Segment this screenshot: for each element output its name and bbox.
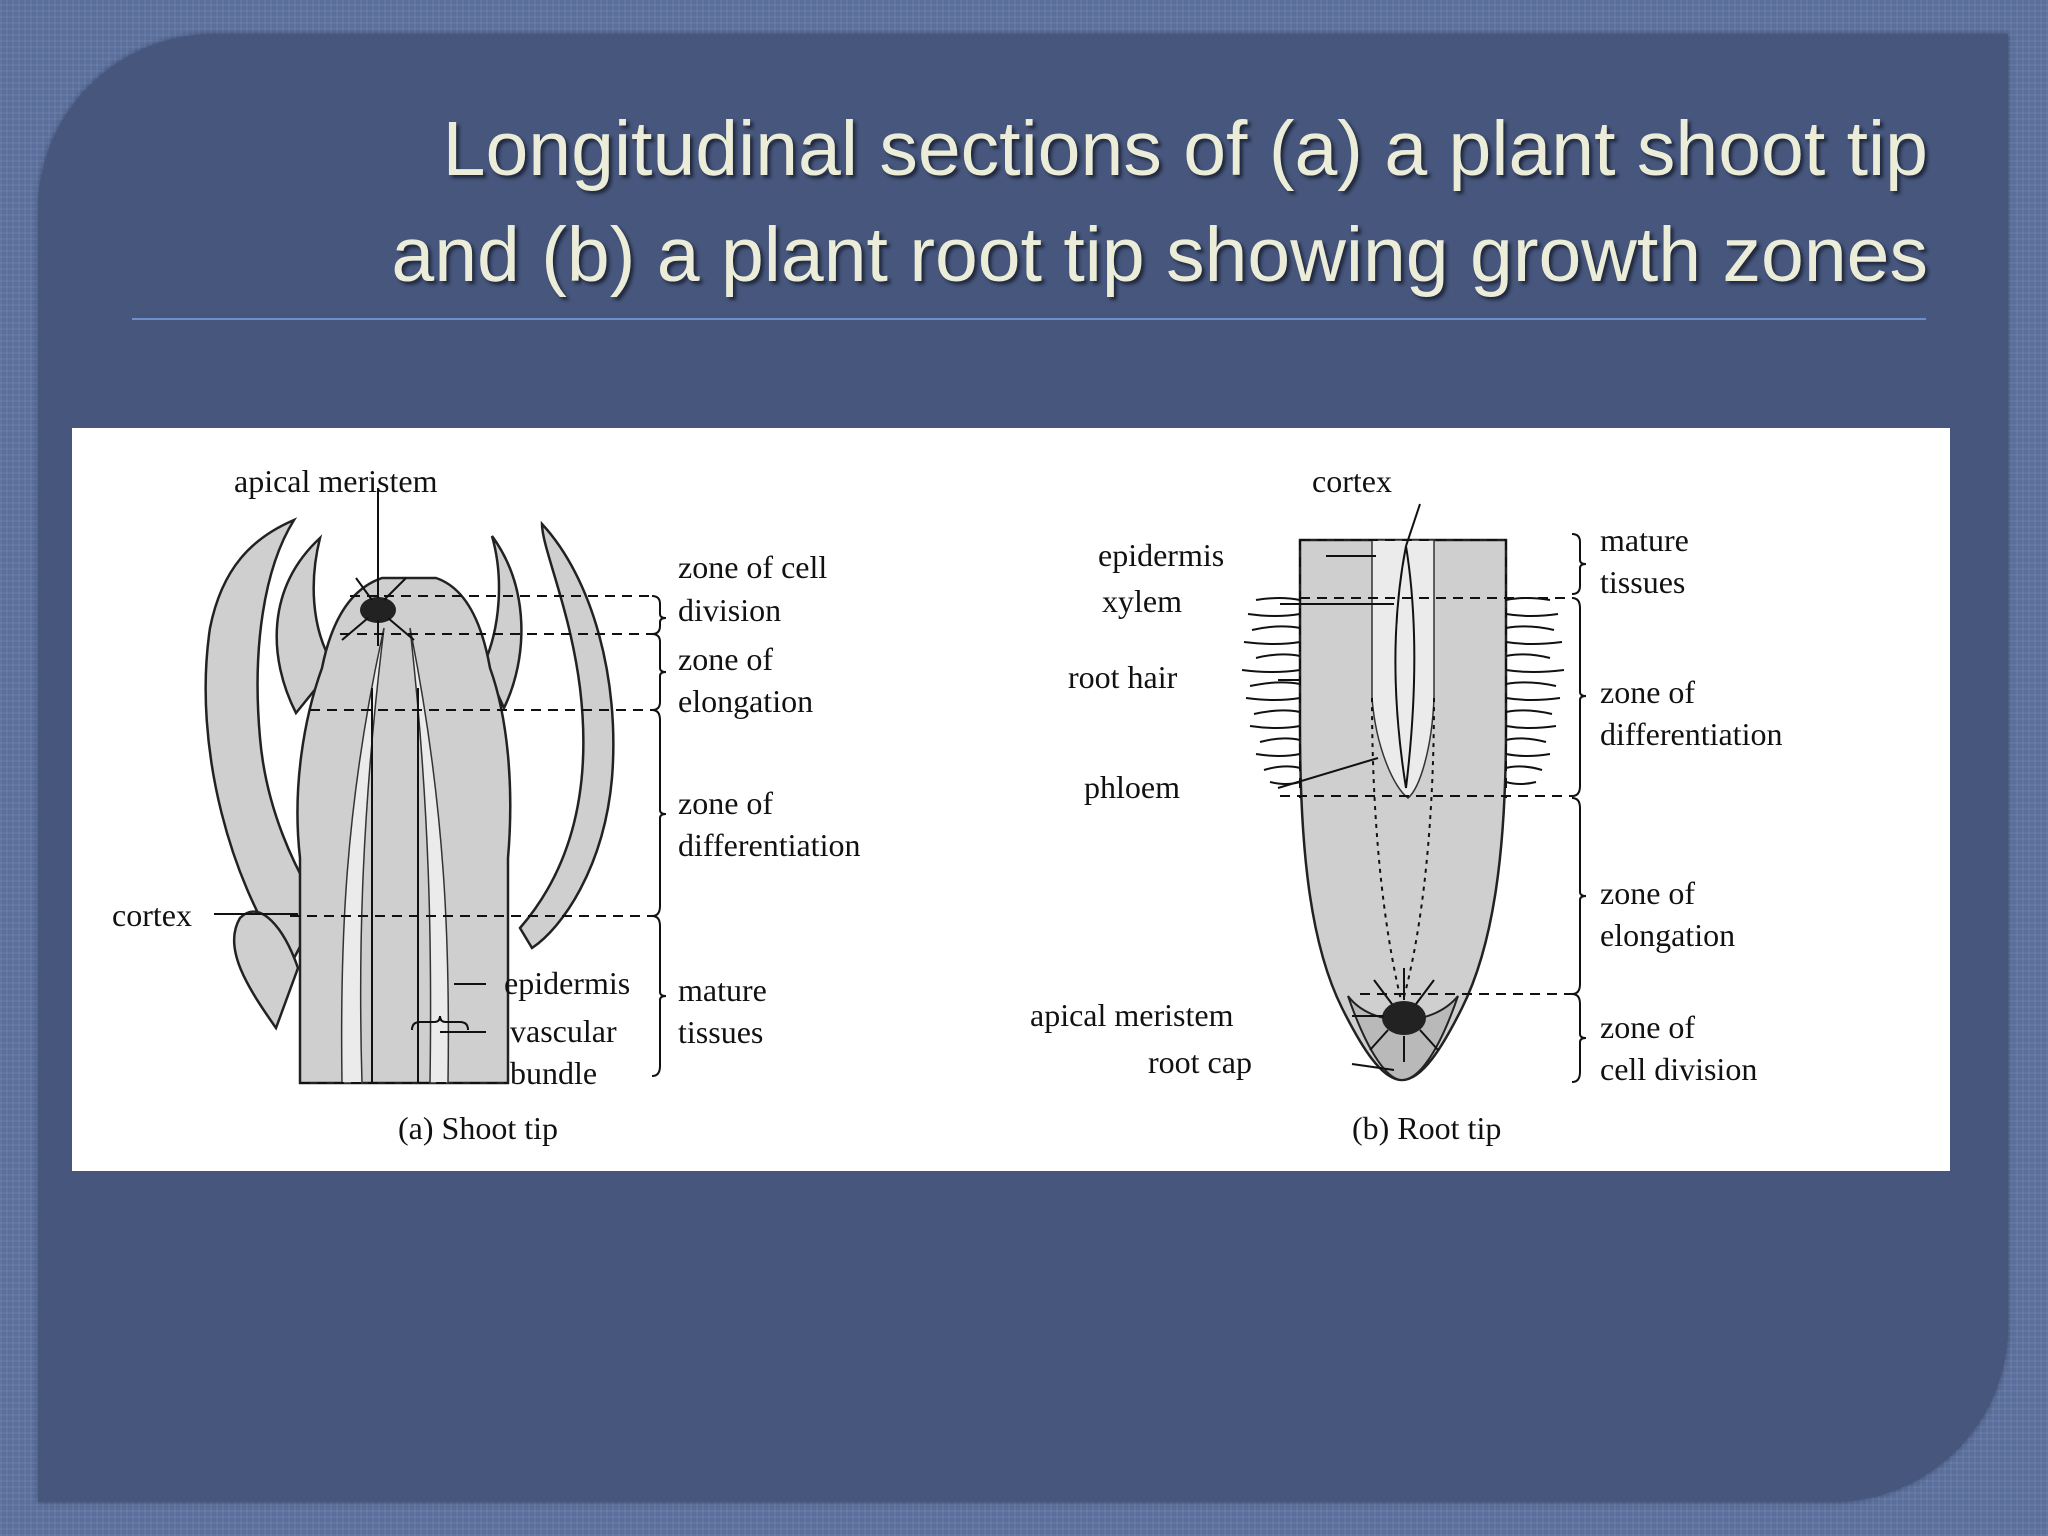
root-label-zone-elongation-2: elongation: [1600, 917, 1735, 953]
root-label-epidermis: epidermis: [1098, 537, 1224, 573]
shoot-label-bundle: bundle: [510, 1055, 597, 1091]
shoot-label-epidermis: epidermis: [504, 965, 630, 1001]
shoot-label-mature-1: mature: [678, 972, 767, 1008]
root-brace-mature: [1572, 534, 1586, 594]
shoot-label-mature-2: tissues: [678, 1014, 763, 1050]
root-label-root-hair: root hair: [1068, 659, 1178, 695]
shoot-label-zone-differentiation-1: zone of: [678, 785, 773, 821]
root-label-zone-differentiation-2: differentiation: [1600, 716, 1782, 752]
root-hairs-right: [1506, 598, 1564, 784]
root-label-zone-differentiation-1: zone of: [1600, 674, 1695, 710]
root-label-apical-meristem: apical meristem: [1030, 997, 1234, 1033]
root-caption: (b) Root tip: [1352, 1110, 1501, 1146]
shoot-label-zone-elongation-2: elongation: [678, 683, 813, 719]
root-label-mature-1: mature: [1600, 522, 1689, 558]
shoot-stem: [297, 578, 510, 1083]
shoot-brace-elongation: [652, 634, 666, 710]
root-label-zone-cell-division-1: zone of: [1600, 1009, 1695, 1045]
shoot-brace-differentiation: [652, 710, 666, 916]
shoot-label-vascular: vascular: [510, 1013, 617, 1049]
root-apical-meristem-dot: [1382, 1001, 1426, 1035]
title-divider: [132, 318, 1926, 320]
shoot-label-zone-cell-division-2: division: [678, 592, 781, 628]
growth-zones-diagram: apical meristem zone of cell division zo…: [72, 428, 1950, 1171]
root-brace-elongation: [1572, 798, 1586, 994]
root-hairs-left: [1242, 598, 1300, 784]
root-tip-drawing: [1242, 504, 1586, 1082]
shoot-label-apical-meristem: apical meristem: [234, 463, 438, 499]
root-label-zone-elongation-1: zone of: [1600, 875, 1695, 911]
root-label-cortex: cortex: [1312, 463, 1392, 499]
shoot-caption: (a) Shoot tip: [398, 1110, 558, 1146]
shoot-label-zone-elongation-1: zone of: [678, 641, 773, 677]
title-line-1: Longitudinal sections of (a) a plant sho…: [150, 96, 1928, 202]
shoot-brace-division: [652, 596, 666, 634]
root-label-root-cap: root cap: [1148, 1044, 1252, 1080]
root-brace-cell-division: [1572, 994, 1586, 1082]
shoot-label-zone-cell-division-1: zone of cell: [678, 549, 827, 585]
shoot-brace-mature: [652, 916, 666, 1076]
growth-zones-figure: apical meristem zone of cell division zo…: [72, 428, 1950, 1171]
root-brace-differentiation: [1572, 598, 1586, 796]
slide-title: Longitudinal sections of (a) a plant sho…: [150, 96, 1928, 308]
root-label-mature-2: tissues: [1600, 564, 1685, 600]
shoot-label-cortex: cortex: [112, 897, 192, 933]
shoot-right-outer-leaf: [520, 524, 613, 948]
root-label-zone-cell-division-2: cell division: [1600, 1051, 1757, 1087]
root-label-xylem: xylem: [1102, 583, 1182, 619]
shoot-label-zone-differentiation-2: differentiation: [678, 827, 860, 863]
title-line-2: and (b) a plant root tip showing growth …: [150, 202, 1928, 308]
root-label-phloem: phloem: [1084, 769, 1180, 805]
